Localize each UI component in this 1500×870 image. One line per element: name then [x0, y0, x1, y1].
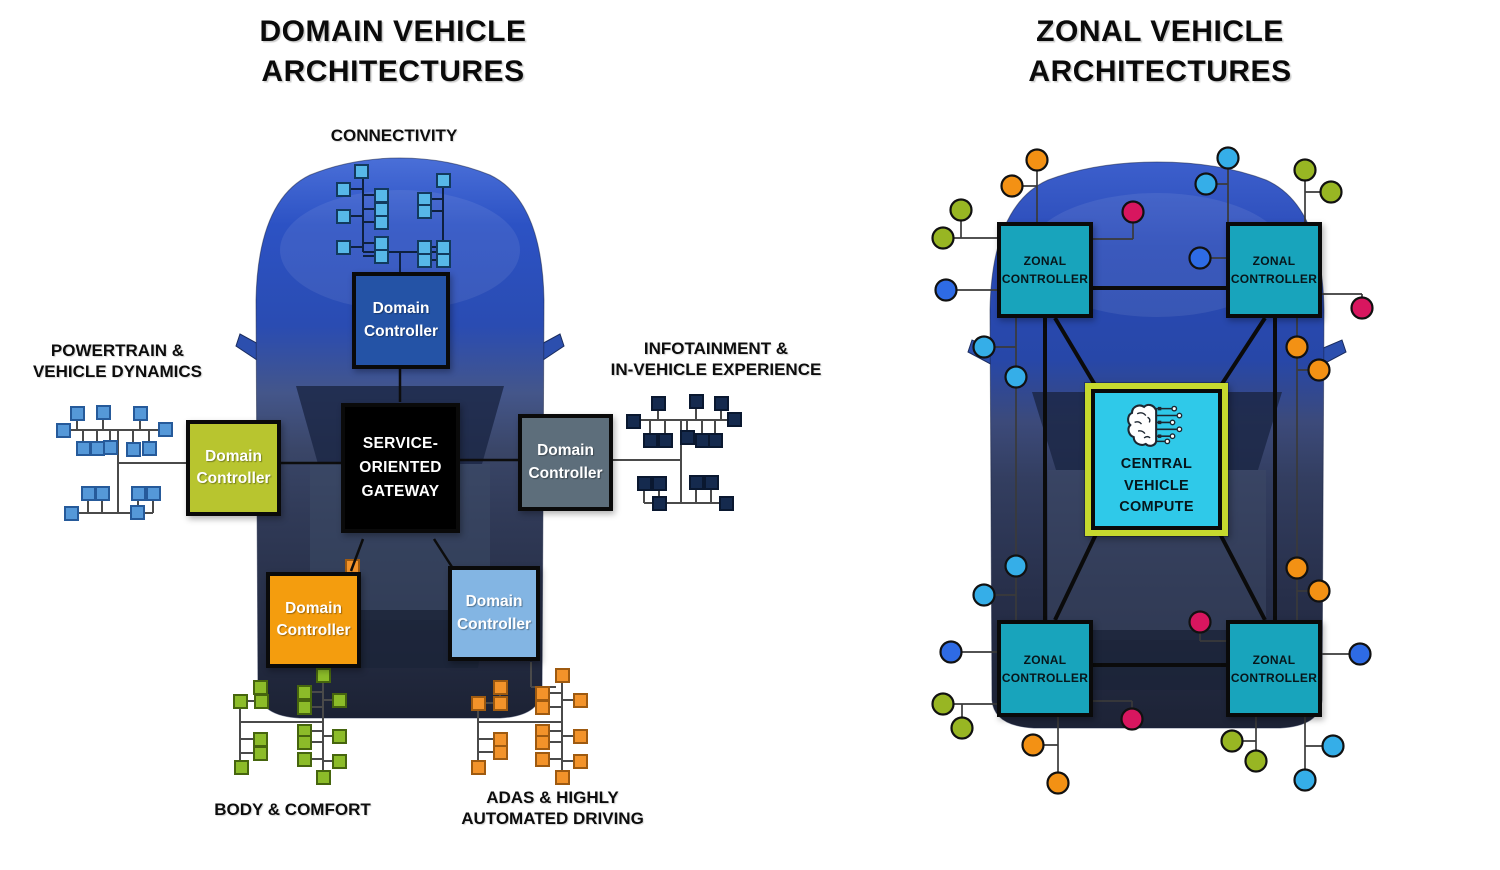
sensor-dot-orange	[1285, 556, 1309, 580]
domain-controller-adas: Domain Controller	[448, 566, 540, 661]
adas-label: ADAS & HIGHLY AUTOMATED DRIVING	[461, 788, 644, 828]
domain-controller-infotainment: Domain Controller	[518, 414, 613, 511]
sensor-dot-green	[1244, 749, 1268, 773]
sensor-dot-blue	[1348, 642, 1372, 666]
domain-controller-connectivity: Domain Controller	[352, 272, 450, 369]
sensor-dot-orange	[1307, 358, 1331, 382]
sensor-dot-green	[931, 692, 955, 716]
left-title-line1: DOMAIN VEHICLE	[259, 15, 527, 48]
sensor-dot-green	[1293, 158, 1317, 182]
sensor-dot-orange	[1021, 733, 1045, 757]
sensor-dot-blue	[934, 278, 958, 302]
sensor-dot-cyan	[1216, 146, 1240, 170]
zonal-sensor-dots-left-rail	[972, 335, 1028, 607]
zonal-sensor-dots-right-rail	[1285, 335, 1331, 603]
left-title-line2: ARCHITECTURES	[261, 54, 525, 88]
sensor-dot-orange	[1025, 148, 1049, 172]
adas-network	[345, 559, 588, 785]
sensor-dot-cyan	[972, 335, 996, 359]
sensor-dot-cyan	[972, 583, 996, 607]
right-car-rear-window	[1052, 630, 1262, 690]
domain-main-links	[281, 369, 518, 572]
central-compute-label: CENTRAL VEHICLE COMPUTE	[1119, 455, 1194, 516]
service-oriented-gateway-box: SERVICE- ORIENTED GATEWAY	[341, 403, 460, 533]
zonal-controller-front-right: ZONAL CONTROLLER	[1226, 222, 1322, 318]
left-panel-title: DOMAIN VEHICLE ARCHITECTURES	[143, 12, 643, 91]
sensor-dot-cyan	[1004, 365, 1028, 389]
sensor-dot-crimson	[1121, 200, 1145, 224]
infotainment-label: INFOTAINMENT & IN-VEHICLE EXPERIENCE	[610, 339, 822, 379]
zonal-sensor-dots-top-left	[931, 148, 1145, 302]
powertrain-network	[56, 405, 186, 521]
right-panel-title: ZONAL VEHICLE ARCHITECTURES	[910, 12, 1410, 91]
powertrain-label: POWERTRAIN & VEHICLE DYNAMICS	[32, 341, 203, 381]
zonal-sensor-links	[931, 146, 1374, 795]
sensor-dot-cyan	[1321, 734, 1345, 758]
sensor-dot-blue	[1188, 246, 1212, 270]
sensor-dot-crimson	[1188, 610, 1212, 634]
central-vehicle-compute-box: CENTRAL VEHICLE COMPUTE	[1085, 383, 1228, 536]
body-comfort-network	[233, 668, 347, 785]
sensor-dot-orange	[1285, 335, 1309, 359]
sensor-dot-green	[950, 716, 974, 740]
sensor-dot-green	[1220, 729, 1244, 753]
sensor-dot-crimson	[1120, 707, 1144, 731]
infotainment-network	[613, 394, 742, 511]
sensor-dot-blue	[939, 640, 963, 664]
right-title-line1: ZONAL VEHICLE	[1036, 15, 1284, 48]
zonal-controller-front-left: ZONAL CONTROLLER	[997, 222, 1093, 318]
zonal-sensor-dots-bottom-right	[1188, 610, 1372, 792]
sensor-dot-cyan	[1293, 768, 1317, 792]
zonal-sensor-dots-top-right	[1188, 146, 1374, 320]
brain-circuit-icon	[1126, 403, 1182, 447]
right-title-line2: ARCHITECTURES	[1028, 54, 1292, 88]
zonal-sensor-dots-bottom-left	[931, 640, 1144, 795]
sensor-dot-green	[931, 226, 955, 250]
zonal-controller-rear-right: ZONAL CONTROLLER	[1226, 620, 1322, 717]
sensor-dot-orange	[1000, 174, 1024, 198]
domain-controller-powertrain: Domain Controller	[186, 420, 281, 516]
sensor-dot-orange	[1046, 771, 1070, 795]
sensor-dot-cyan	[1004, 554, 1028, 578]
body-comfort-label: BODY & COMFORT	[214, 800, 371, 819]
sensor-dot-green	[949, 198, 973, 222]
zonal-controller-rear-left: ZONAL CONTROLLER	[997, 620, 1093, 717]
sensor-dot-green	[1319, 180, 1343, 204]
zonal-backbone-lines	[1043, 286, 1277, 667]
sensor-dot-cyan	[1194, 172, 1218, 196]
domain-controller-body: Domain Controller	[266, 572, 361, 668]
connectivity-label: CONNECTIVITY	[330, 126, 458, 145]
connectivity-network	[336, 164, 451, 272]
sensor-dot-orange	[1307, 579, 1331, 603]
sensor-dot-crimson	[1350, 296, 1374, 320]
